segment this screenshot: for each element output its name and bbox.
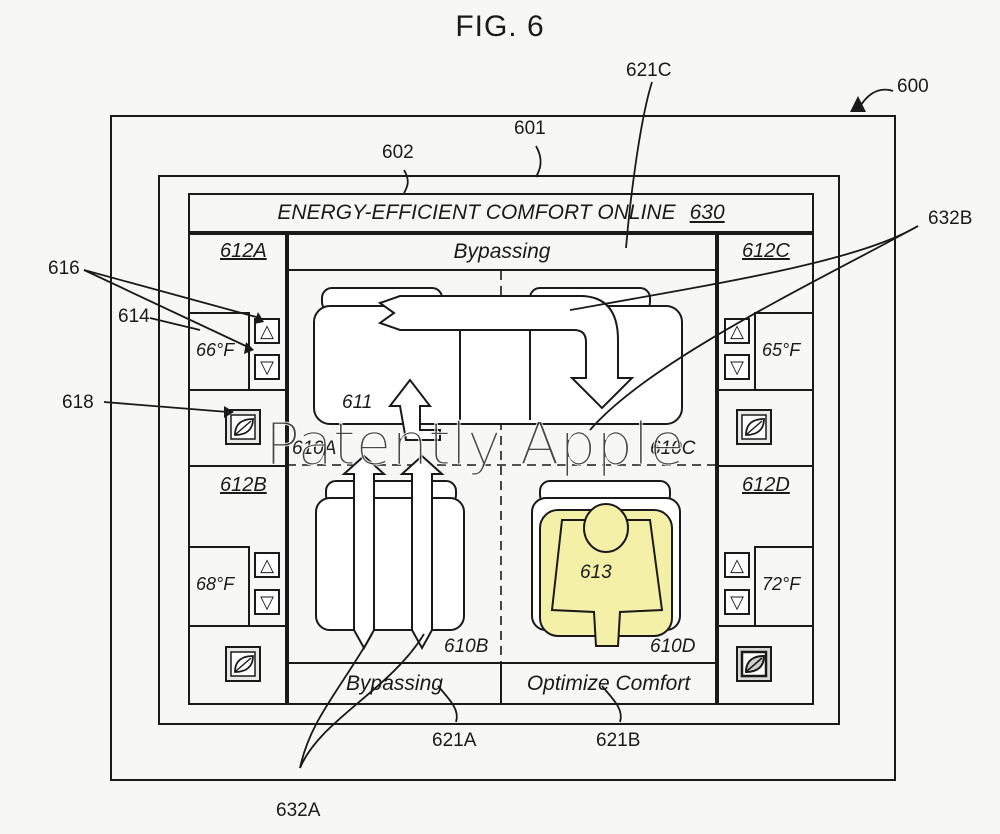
eco-button-c[interactable] — [736, 409, 772, 445]
temp-readout-c: 65°F — [762, 340, 801, 360]
leader-621a — [437, 685, 458, 723]
zone-status-bottom-right-label: Optimize Comfort — [526, 671, 691, 695]
leader-632a-1 — [299, 633, 373, 769]
panel-612a-ref: 612A — [220, 240, 267, 262]
ref-600: 600 — [897, 76, 929, 97]
temp-readout-b: 68°F — [196, 574, 235, 594]
temp-down-button-a[interactable]: ▽ — [254, 354, 280, 380]
display-frame-601 — [158, 175, 840, 725]
ref-610b: 610B — [444, 636, 489, 657]
temp-box-b — [188, 546, 250, 627]
ref-621b: 621B — [596, 730, 641, 751]
leader-618 — [103, 401, 229, 413]
panel-612b-ref: 612B — [220, 474, 267, 496]
leader-616-arrowhead-1 — [254, 312, 264, 324]
banner-ref: 630 — [689, 201, 725, 224]
flow-arrow-icon — [377, 295, 635, 441]
leader-600-arrowhead — [850, 96, 866, 112]
zone-status-bottom-left-label: Bypassing — [346, 671, 443, 695]
leader-614 — [149, 317, 201, 331]
eco-button-a[interactable] — [225, 409, 261, 445]
leader-632b-2 — [589, 225, 919, 431]
leader-621b — [601, 685, 622, 723]
temp-readout-d: 72°F — [762, 574, 801, 594]
down-triangle-icon: ▽ — [260, 591, 274, 612]
ref-601: 601 — [514, 118, 546, 139]
temp-readout-a: 66°F — [196, 340, 235, 360]
ref-616: 616 — [48, 258, 80, 279]
temp-box-d — [754, 546, 814, 627]
temp-up-button-d[interactable]: △ — [724, 552, 750, 578]
leaf-icon — [741, 414, 767, 440]
ref-613: 613 — [580, 562, 612, 583]
panel-612d-ref: 612D — [742, 474, 790, 496]
ref-614: 614 — [118, 306, 150, 327]
temp-down-button-d[interactable]: ▽ — [724, 589, 750, 615]
temp-box-c — [754, 312, 814, 391]
ref-602: 602 — [382, 142, 414, 163]
temp-down-button-b[interactable]: ▽ — [254, 589, 280, 615]
ref-611: 611 — [342, 392, 373, 413]
figure-title: FIG. 6 — [455, 10, 545, 43]
ref-610a: 610A — [292, 438, 337, 459]
status-banner: ENERGY-EFFICIENT COMFORT ONLINE 630 — [188, 193, 814, 233]
up-triangle-icon: △ — [260, 554, 274, 575]
device-frame-600 — [110, 115, 896, 781]
leader-616-2 — [83, 269, 251, 349]
watermark: Patently Apple — [265, 410, 686, 479]
occupant-icon — [539, 503, 673, 647]
zone-status-bottom-right[interactable]: Optimize Comfort — [500, 662, 717, 705]
leader-632b-1 — [569, 225, 919, 311]
leader-602 — [403, 169, 409, 194]
leader-618-arrowhead — [224, 406, 234, 418]
ref-632b: 632B — [928, 208, 973, 229]
ref-621a: 621A — [432, 730, 477, 751]
temp-up-button-b[interactable]: △ — [254, 552, 280, 578]
ref-621c: 621C — [626, 60, 672, 81]
leader-601 — [535, 145, 542, 178]
banner-text: ENERGY-EFFICIENT COMFORT ONLINE — [277, 201, 676, 224]
eco-button-b[interactable] — [225, 646, 261, 682]
leaf-icon — [740, 650, 768, 678]
leader-621c — [625, 81, 653, 249]
leaf-icon — [230, 414, 256, 440]
leader-616-arrowhead-2 — [244, 342, 254, 354]
leaf-icon — [230, 651, 256, 677]
ref-618: 618 — [62, 392, 94, 413]
ref-610c: 610C — [650, 438, 696, 459]
zone-status-top-label: Bypassing — [453, 240, 551, 263]
ref-610d: 610D — [650, 636, 696, 657]
down-triangle-icon: ▽ — [260, 356, 274, 377]
down-triangle-icon: ▽ — [730, 591, 744, 612]
panel-612c-ref: 612C — [742, 240, 790, 262]
zone-status-top[interactable]: Bypassing — [287, 233, 717, 271]
leader-632a-2 — [299, 633, 425, 769]
leader-616-1 — [83, 269, 261, 319]
up-triangle-icon: △ — [260, 320, 274, 341]
up-triangle-icon: △ — [730, 554, 744, 575]
down-triangle-icon: ▽ — [730, 356, 744, 377]
rear-left-seat-icon — [315, 480, 465, 631]
flow-arrow-icon — [341, 454, 445, 651]
ref-632a: 632A — [276, 800, 321, 821]
temp-up-button-c[interactable]: △ — [724, 318, 750, 344]
eco-button-d[interactable] — [736, 646, 772, 682]
temp-down-button-c[interactable]: ▽ — [724, 354, 750, 380]
